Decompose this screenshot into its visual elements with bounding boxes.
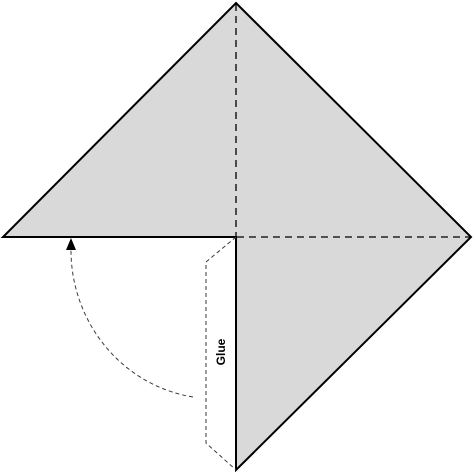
glue-label: Glue (214, 338, 228, 365)
fold-arrow-curve (70, 247, 194, 398)
fold-arrow-head (66, 238, 76, 250)
glue-tab-outline (205, 236, 237, 471)
